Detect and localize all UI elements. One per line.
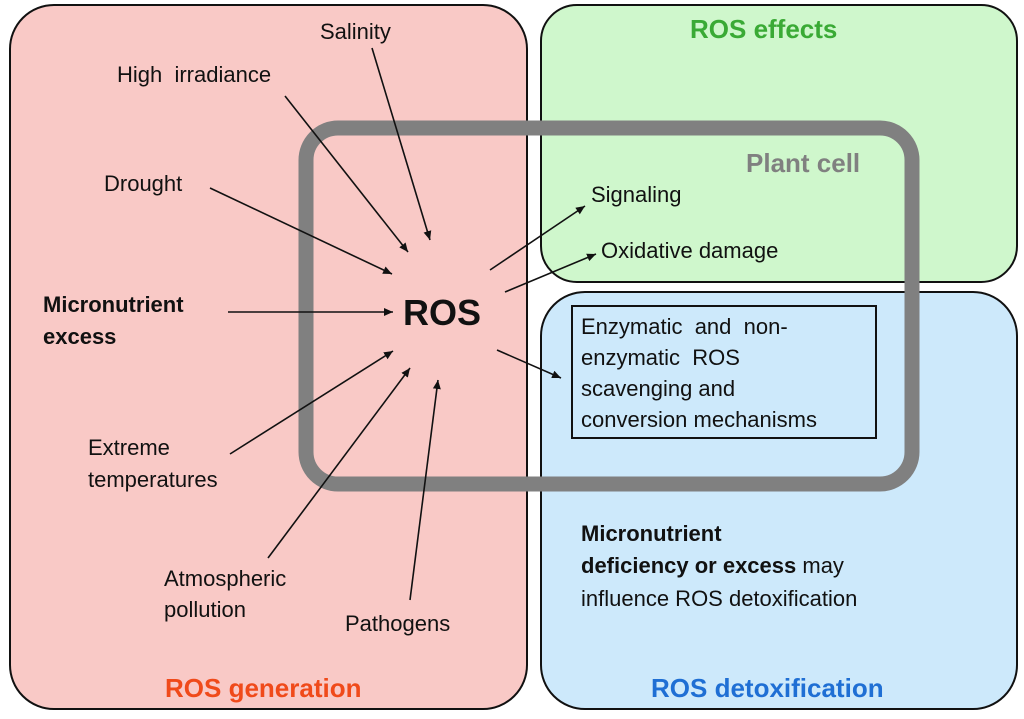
scavenging-mechanisms-box: Enzymatic and non- enzymatic ROS scaveng… — [571, 305, 877, 439]
stressor-high-irradiance: High irradiance — [117, 62, 272, 87]
stressor-extreme-temperatures-line1: Extreme — [88, 435, 170, 460]
arrow-to-scavenging — [496, 349, 562, 379]
arrow-to-signaling — [489, 205, 586, 271]
stressor-atmospheric-pollution-line2: pollution — [164, 597, 246, 622]
arrow-to-oxidative-damage — [504, 253, 597, 293]
scavenging-line3: scavenging and — [581, 376, 736, 401]
deficiency-note-rest: may — [796, 553, 844, 578]
arrow-drought — [209, 187, 393, 275]
stressor-salinity: Salinity — [320, 19, 391, 44]
ros-detoxification-region — [540, 291, 1018, 710]
ros-generation-region — [9, 4, 528, 710]
ros-detoxification-title: ROS detoxification — [651, 673, 884, 703]
ros-generation-title: ROS generation — [165, 673, 362, 703]
ros-effects-region — [540, 4, 1018, 283]
stressor-drought: Drought — [104, 171, 183, 196]
arrow-high-irradiance — [284, 95, 409, 253]
effect-signaling: Signaling — [591, 182, 682, 207]
deficiency-note-line1: Micronutrient — [581, 521, 722, 546]
stressor-pathogens: Pathogens — [345, 611, 451, 636]
arrow-extreme-temperatures — [229, 350, 394, 455]
scavenging-line2: enzymatic ROS — [581, 345, 740, 370]
effect-oxidative-damage: Oxidative damage — [601, 238, 779, 263]
stressor-micronutrient-excess-line2: excess — [43, 324, 117, 349]
plant-cell-title: Plant cell — [746, 148, 861, 178]
deficiency-note-bold: deficiency or excess — [581, 553, 797, 578]
stressor-micronutrient-excess-line1: Micronutrient — [43, 292, 184, 317]
ros-effects-title: ROS effects — [690, 14, 838, 44]
stressor-extreme-temperatures-line2: temperatures — [88, 467, 218, 492]
ros-center-label: ROS — [403, 292, 482, 333]
scavenging-line4: conversion mechanisms — [581, 407, 817, 432]
arrow-pathogens — [409, 379, 441, 601]
deficiency-note-line3: influence ROS detoxification — [581, 586, 858, 611]
scavenging-line1: Enzymatic and non- — [581, 314, 788, 339]
deficiency-note-line2: deficiency or excess may — [581, 551, 844, 581]
plant-cell-boundary — [298, 120, 920, 492]
stressor-atmospheric-pollution-line1: Atmospheric — [164, 566, 287, 591]
arrow-atmospheric-pollution — [267, 367, 411, 559]
arrow-salinity — [371, 47, 432, 241]
